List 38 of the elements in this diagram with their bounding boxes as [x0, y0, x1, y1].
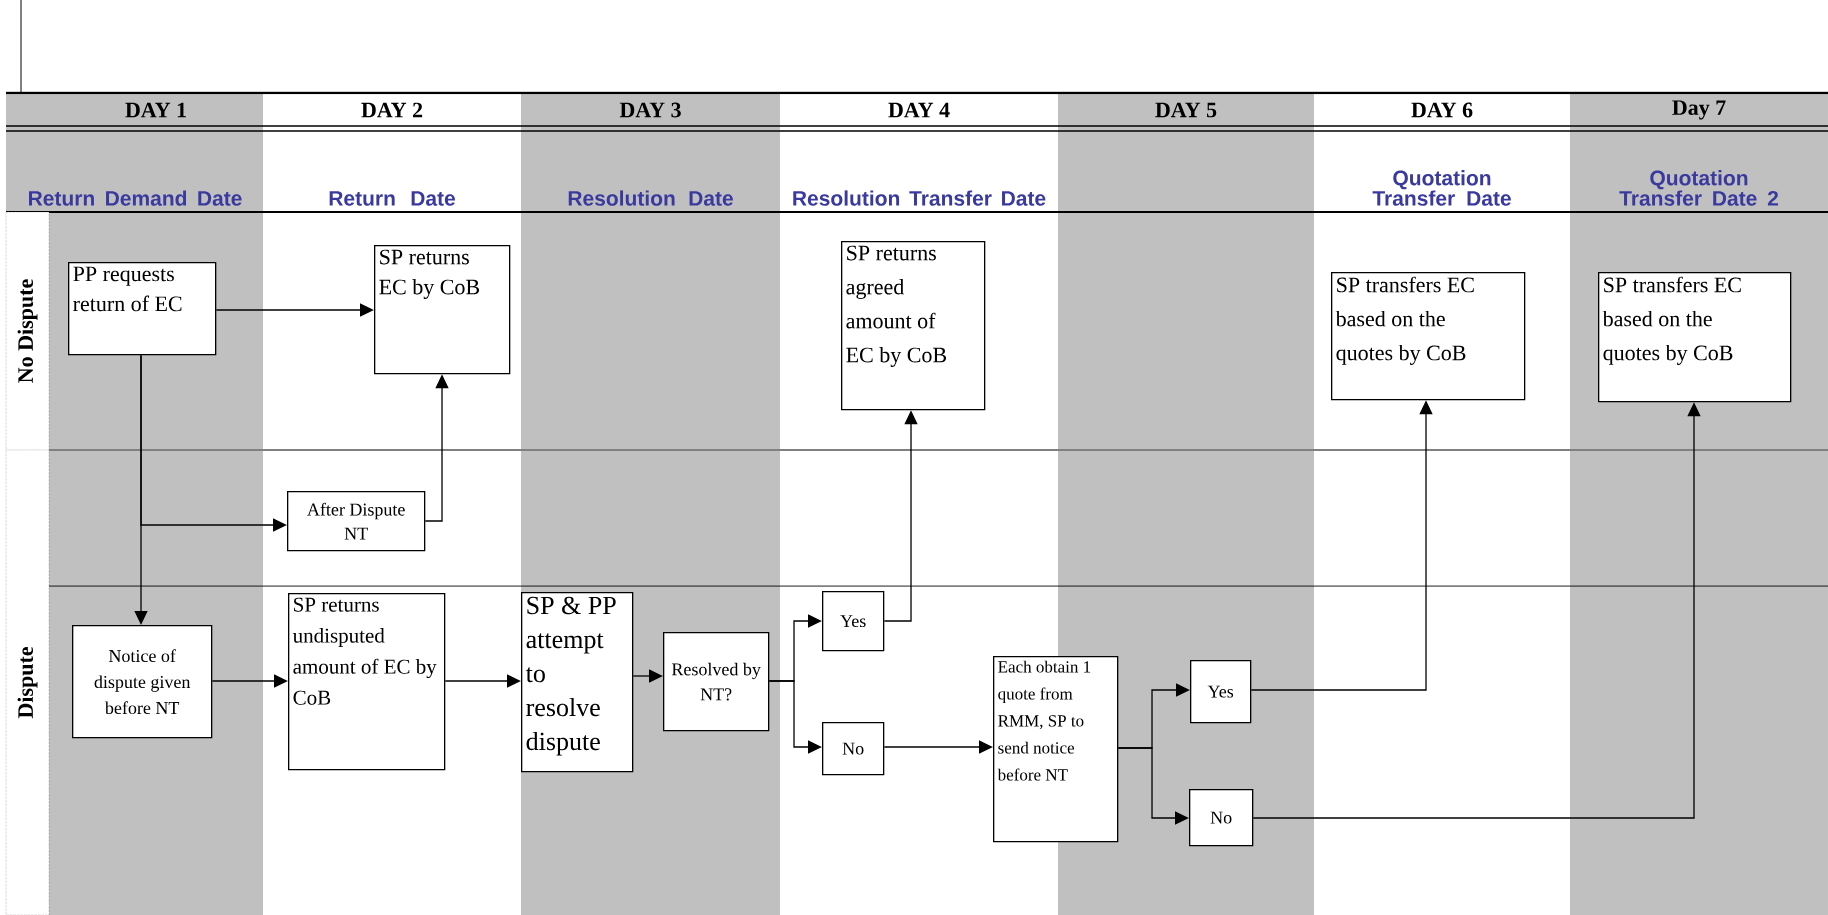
- day-heading: Day 7: [1672, 100, 1726, 120]
- process-box: PP requests return of EC: [68, 262, 217, 356]
- day-heading: DAY 4: [888, 102, 950, 118]
- day-heading: DAY 2: [361, 102, 423, 118]
- date-heading: Return Demand Date: [29, 190, 242, 206]
- process-box: SP returns undisputed amount of EC by CoB: [288, 593, 446, 771]
- date-heading: Quotation Transfer Date 2: [1619, 170, 1778, 206]
- day-heading: DAY 5: [1155, 102, 1217, 118]
- date-heading: Resolution Date: [568, 190, 733, 206]
- arrow: [883, 740, 993, 754]
- lane-label: Dispute: [5, 449, 50, 915]
- day-heading: DAY 6: [1411, 102, 1473, 118]
- date-heading: Quotation Transfer Date: [1372, 170, 1511, 206]
- answer-box: No: [1189, 789, 1254, 847]
- arrow: [215, 303, 374, 317]
- arrow: [632, 669, 663, 683]
- process-box: SP returns agreed amount of EC by CoB: [841, 241, 986, 411]
- process-box: Each obtain 1 quote from RMM, SP to send notice before NT: [993, 656, 1119, 843]
- day-heading: DAY 3: [619, 102, 681, 118]
- process-box: After Dispute NT: [287, 491, 426, 552]
- date-heading: Resolution Transfer Date: [793, 190, 1046, 206]
- answer-box: Yes: [1190, 660, 1252, 724]
- decision-box: Resolved by NT?: [663, 632, 770, 732]
- arrow: [444, 674, 521, 688]
- arrow: [768, 680, 822, 754]
- arrow: [1117, 747, 1189, 825]
- day-heading: DAY 1: [125, 102, 186, 118]
- arrow: [211, 674, 288, 688]
- process-box: SP & PP attempt to resolve dispute: [521, 592, 634, 773]
- answer-box: No: [822, 722, 885, 776]
- process-box: SP transfers EC based on the quotes by CoB: [1331, 272, 1526, 401]
- arrow: [134, 354, 148, 625]
- process-box: SP transfers EC based on the quotes by CoB: [1598, 272, 1792, 403]
- date-heading: Return Date: [329, 191, 455, 206]
- answer-box: Yes: [822, 591, 885, 652]
- process-box: SP returns EC by CoB: [374, 245, 511, 375]
- lane-label: No Dispute: [5, 211, 50, 451]
- process-box: Notice of dispute given before NT: [72, 625, 213, 739]
